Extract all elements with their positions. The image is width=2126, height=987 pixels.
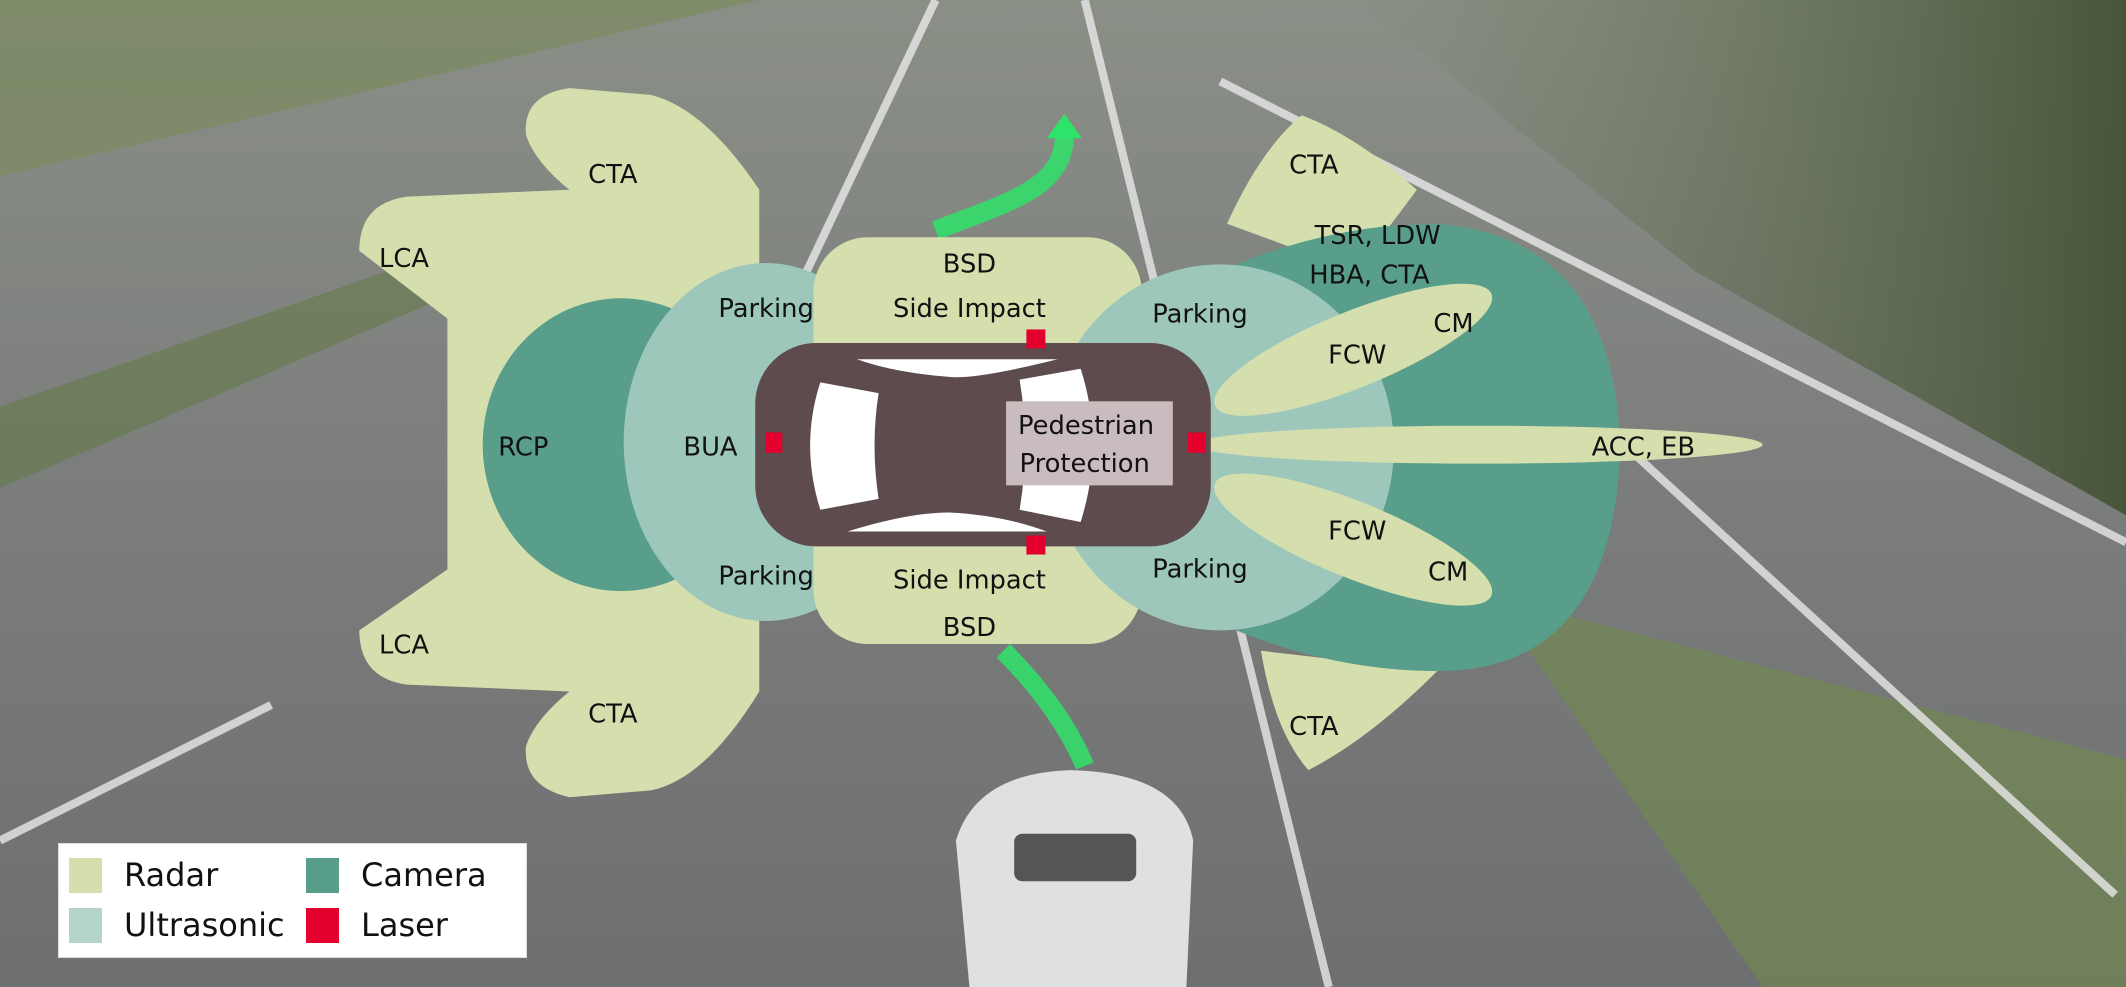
laser-side-top xyxy=(1026,329,1046,349)
label-side-impact: Side Impact xyxy=(893,294,1046,324)
label-fcw: FCW xyxy=(1328,517,1386,547)
label-bsd: BSD xyxy=(943,250,996,280)
radar-front-lobes xyxy=(1193,283,1763,606)
label-cta: CTA xyxy=(1289,712,1339,742)
laser-swatch-icon xyxy=(306,907,339,943)
acc-lobe xyxy=(1193,425,1763,464)
side-window-bottom xyxy=(847,512,1047,532)
label-cm: CM xyxy=(1433,309,1473,339)
label-parking: Parking xyxy=(1152,300,1247,330)
fcw-top-lobe xyxy=(1214,283,1493,416)
label-cta: CTA xyxy=(1289,151,1339,181)
ego-car-bottom xyxy=(955,770,1194,987)
label-parking: Parking xyxy=(1152,555,1247,585)
label-parking: Parking xyxy=(718,294,813,324)
label-lca: LCA xyxy=(379,244,429,274)
label-cm: CM xyxy=(1428,557,1468,587)
legend: Radar Camera Ultrasonic Laser xyxy=(58,843,527,958)
legend-label: Camera xyxy=(361,856,487,894)
label-bsd: BSD xyxy=(943,613,996,643)
arrow-head-icon xyxy=(1046,113,1082,139)
label-lca: LCA xyxy=(379,630,429,660)
legend-item-radar: Radar xyxy=(69,856,218,894)
laser-front xyxy=(1187,432,1206,453)
label-pedestrian-protection: Protection xyxy=(1020,449,1150,479)
label-acc-eb: ACC, EB xyxy=(1592,433,1695,463)
rear-window xyxy=(810,382,879,510)
label-rcp: RCP xyxy=(498,433,548,463)
laser-side-bottom xyxy=(1026,535,1046,555)
label-fcw: FCW xyxy=(1328,340,1386,370)
label-side-impact: Side Impact xyxy=(893,565,1046,595)
laser-sensors xyxy=(766,329,1206,555)
label-pedestrian-protection: Pedestrian xyxy=(1018,411,1154,441)
side-window-top xyxy=(856,359,1058,378)
path-arrow-bottom xyxy=(996,644,1094,770)
ultrasonic-swatch-icon xyxy=(69,907,102,943)
label-cta: CTA xyxy=(588,700,638,730)
laser-rear xyxy=(766,432,783,453)
legend-item-camera: Camera xyxy=(306,856,487,894)
car-top-view xyxy=(755,343,1211,547)
legend-item-laser: Laser xyxy=(306,906,448,944)
label-tsr-ldw: TSR, LDW xyxy=(1314,221,1441,251)
legend-label: Laser xyxy=(361,906,448,944)
fcw-bottom-lobe xyxy=(1214,473,1493,606)
label-hba-cta: HBA, CTA xyxy=(1309,260,1430,290)
label-bua: BUA xyxy=(683,433,738,463)
legend-item-ultrasonic: Ultrasonic xyxy=(69,906,285,944)
label-cta: CTA xyxy=(588,160,638,190)
pedestrian-protection-box xyxy=(1006,401,1173,486)
legend-label: Radar xyxy=(124,856,219,894)
legend-label: Ultrasonic xyxy=(124,906,285,944)
label-parking: Parking xyxy=(718,561,813,591)
camera-swatch-icon xyxy=(306,857,339,893)
radar-swatch-icon xyxy=(69,857,102,893)
path-arrow-top xyxy=(932,134,1074,240)
zone-labels: CTA LCA RCP BUA LCA CTA Parking Parking … xyxy=(379,151,1695,742)
